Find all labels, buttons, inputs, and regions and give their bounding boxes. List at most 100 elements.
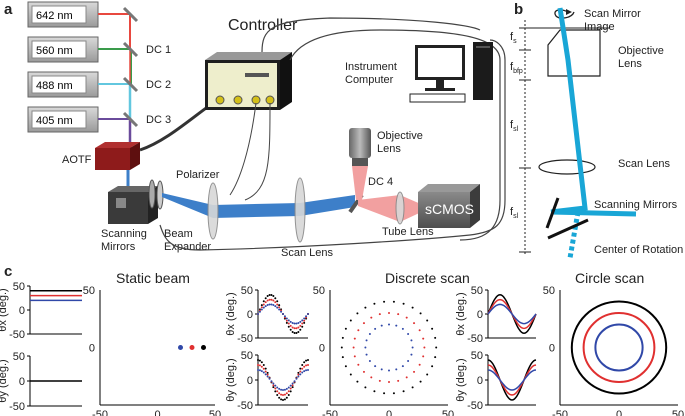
discrete-thetax-dot-2-12	[280, 310, 283, 313]
discrete-thetax-ticklabel-1: 0	[247, 309, 253, 321]
discrete-thetay-dot-0-8	[272, 386, 275, 389]
discrete-thetay-dot-0-2	[260, 361, 263, 364]
discrete-plot-ring-2-dot-14	[380, 324, 383, 327]
discrete-thetay-dot-2-3	[262, 371, 265, 374]
scmos-camera: sCMOS	[418, 184, 480, 228]
discrete-thetax-dot-0-19	[293, 332, 296, 335]
polarizer-label: Polarizer	[176, 169, 220, 181]
discrete-thetay-dot-2-9	[274, 384, 277, 387]
laser-560-label: 560 nm	[36, 45, 73, 57]
scanning-mirrors	[108, 186, 158, 224]
cable-2	[244, 102, 271, 201]
discrete-thetay-dot-1-0	[257, 364, 259, 366]
discrete-thetax-dot-2-8	[272, 304, 275, 307]
circle-plot-ring-1	[582, 312, 656, 383]
circle-thetax-ticklabel-0: 50	[471, 285, 483, 297]
discrete-thetay-dot-1-9	[274, 387, 277, 390]
discrete-plot-ring-1-dot-8	[370, 376, 373, 379]
discrete-thetax-dot-2-24	[303, 317, 306, 320]
discrete-plot-ring-1-dot-18	[388, 312, 390, 314]
discrete-plot-ring-0-dot-20	[364, 306, 367, 309]
discrete-thetax-dot-0-21	[297, 330, 300, 333]
static-thetax-ylabel: θx (deg.)	[0, 288, 9, 331]
discrete-plot-ring-2-dot-4	[395, 368, 398, 371]
cable-to-computer	[261, 17, 481, 53]
discrete-thetax-dot-1-19	[293, 327, 296, 330]
title-static-beam: Static beam	[116, 270, 190, 286]
discrete-thetay-dot-0-16	[287, 393, 290, 396]
discrete-plot-ring-1-dot-4	[405, 376, 408, 379]
discrete-thetay-dot-2-23	[301, 371, 304, 374]
circle-plot-ring-0	[570, 300, 668, 395]
discrete-thetay-dot-2-2	[260, 370, 263, 373]
discrete-plot-ring-2-dot-5	[388, 369, 390, 372]
static-point-0	[201, 345, 206, 350]
circle-plot-xtick-1: 0	[616, 409, 622, 416]
aotf	[95, 142, 140, 170]
discrete-thetay-dot-0-22	[299, 367, 302, 370]
discrete-thetax-dot-0-7	[270, 293, 273, 296]
mirror	[122, 6, 139, 23]
discrete-thetax-dot-0-23	[301, 325, 304, 328]
discrete-thetay-dot-2-20	[295, 377, 298, 380]
panel-b-diagram	[519, 7, 637, 259]
static-thetax-ticklabel-0: 50	[13, 281, 25, 293]
discrete-thetay-dot-1-5	[266, 373, 269, 376]
discrete-thetax-dot-2-23	[301, 319, 304, 322]
discrete-plot-ring-0-dot-0	[435, 346, 438, 349]
dichroic-1	[122, 41, 139, 58]
discrete-plot-ring-0-dot-4	[419, 380, 422, 383]
laser-560: 560 nm	[27, 36, 99, 63]
discrete-plot-ring-0-dot-3	[426, 373, 429, 376]
discrete-thetay-dot-1-15	[285, 392, 288, 395]
discrete-thetay-dot-2-11	[278, 387, 281, 390]
discrete-plot-ring-0-dot-13	[344, 365, 347, 368]
static-plot-ytick-0: 0	[89, 343, 95, 355]
discrete-thetax-dot-1-6	[268, 298, 271, 301]
discrete-thetay-dot-0-11	[278, 396, 281, 399]
discrete-thetay-ticklabel-0: 50	[241, 350, 253, 362]
laser-405-label: 405 nm	[36, 115, 73, 127]
discrete-thetay-dot-0-21	[297, 371, 300, 374]
discrete-thetax-dot-1-15	[285, 319, 288, 322]
discrete-thetay-dot-2-18	[291, 382, 294, 385]
discrete-plot-ring-2-dot-17	[401, 327, 404, 330]
discrete-thetax-dot-2-26	[307, 313, 309, 315]
discrete-thetay-dot-2-10	[276, 386, 279, 389]
static-point-1	[189, 345, 195, 350]
static-thetax-ticklabel-1: 0	[19, 305, 25, 317]
b-scanning-mirrors-label: Scanning Mirrors	[594, 199, 678, 211]
discrete-thetay-dot-1-1	[258, 364, 261, 367]
discrete-plot-ring-2-dot-0	[411, 346, 414, 349]
circle-thetay-curve-1	[487, 364, 537, 396]
discrete-thetay-dot-1-16	[287, 390, 290, 393]
laser-488-label: 488 nm	[36, 80, 73, 92]
discrete-thetax-dot-1-16	[287, 322, 290, 325]
discrete-plot-ring-0-dot-8	[383, 392, 386, 395]
static-thetay-ticklabel-2: -50	[9, 401, 25, 413]
discrete-thetax-dot-2-20	[295, 322, 298, 325]
title-circle-scan: Circle scan	[575, 270, 644, 286]
discrete-plot-ring-1-dot-15	[362, 322, 365, 325]
static-thetay-ylabel: θy (deg.)	[0, 359, 9, 402]
discrete-thetay-dot-2-4	[264, 373, 267, 376]
discrete-plot-ring-0-dot-7	[392, 392, 395, 395]
controller	[205, 52, 292, 110]
static-thetay-ticklabel-0: 50	[13, 351, 25, 363]
discrete-thetay-dot-2-12	[280, 388, 283, 391]
static-plot-ytick-50: 50	[83, 285, 95, 297]
scan-lens	[294, 177, 306, 243]
discrete-thetay-ticklabel-1: 0	[247, 375, 253, 387]
discrete-thetay-ticklabel-2: -50	[237, 400, 253, 412]
discrete-thetay-dot-2-14	[283, 388, 286, 391]
computer-label-1: Instrument	[345, 61, 397, 73]
discrete-thetax-dot-1-17	[289, 324, 292, 327]
discrete-plot-ring-2-dot-11	[365, 339, 368, 342]
discrete-plot-ring-1-dot-23	[422, 337, 425, 340]
discrete-thetay-dot-2-25	[305, 369, 308, 372]
discrete-plot-ring-2-dot-2	[407, 360, 410, 363]
discrete-plot-ring-2-dot-19	[410, 339, 413, 342]
discrete-plot-ring-0-dot-15	[340, 346, 343, 349]
b-objective-label-2: Lens	[618, 58, 642, 70]
circle-thetay-ticklabel-1: 0	[477, 375, 483, 387]
